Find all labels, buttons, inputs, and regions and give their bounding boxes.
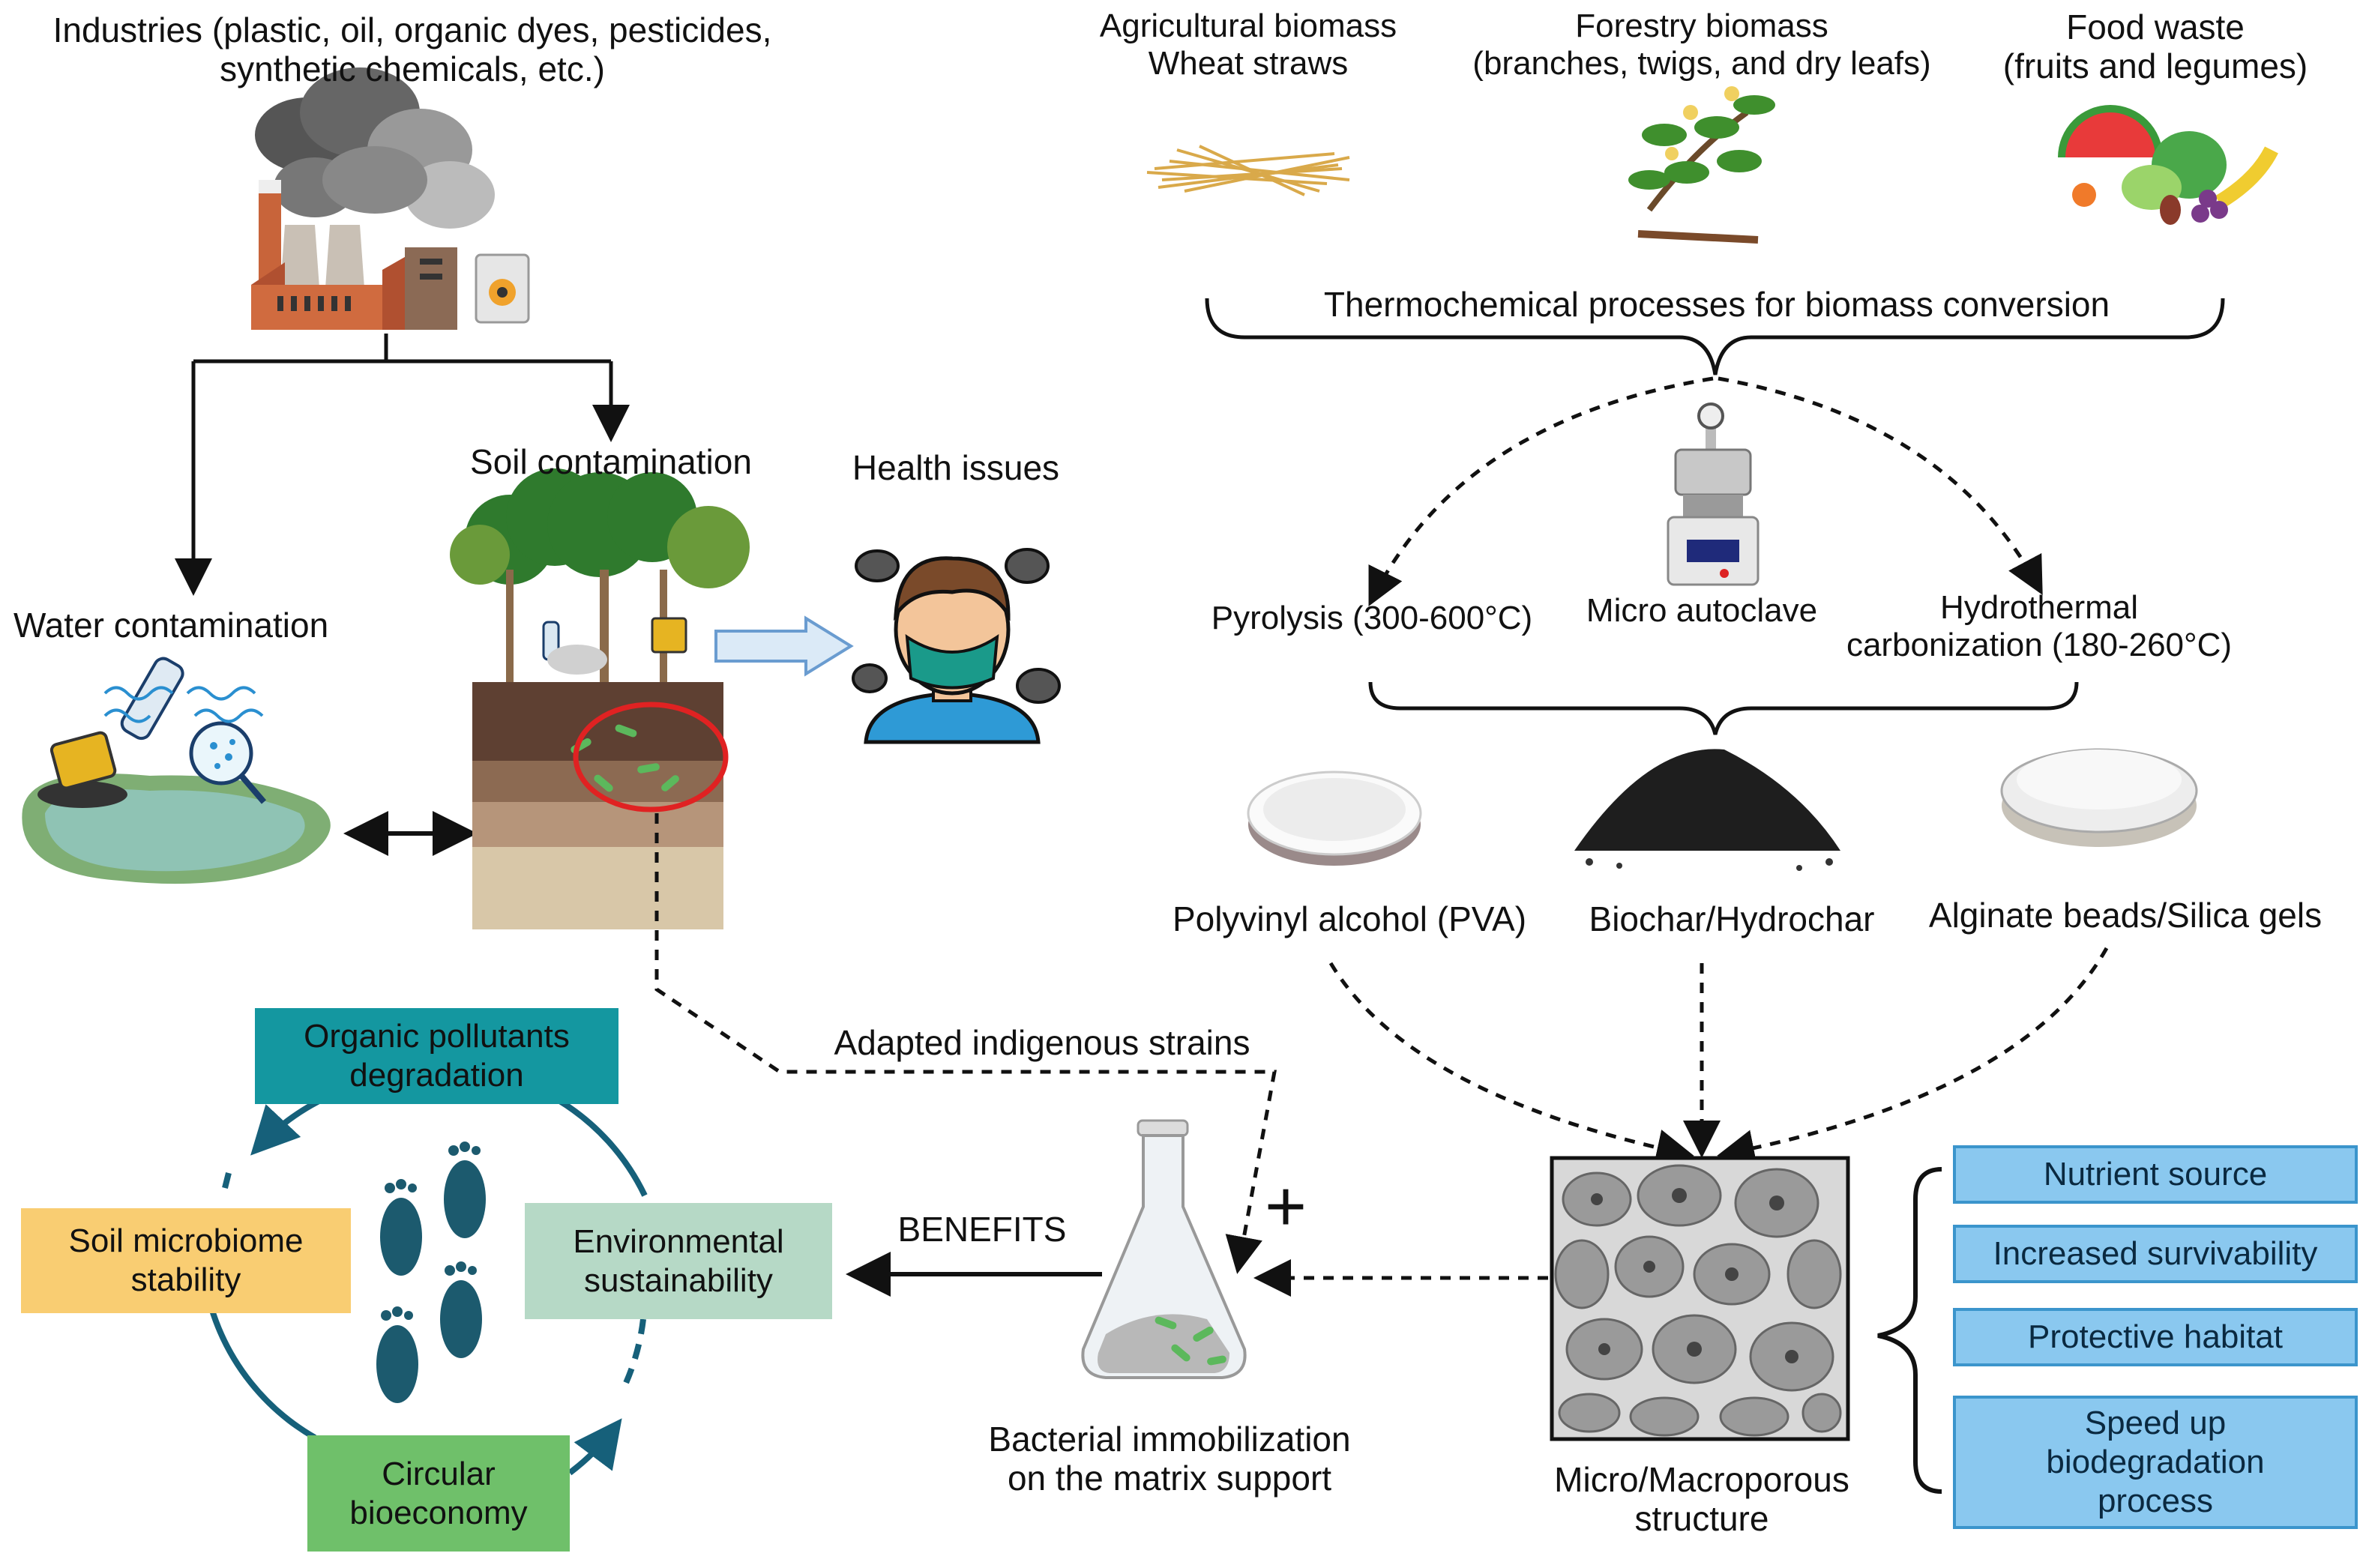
pyrolysis-label: Pyrolysis (300-600°C): [1211, 600, 1533, 636]
porous-structure-icon: [1550, 1156, 1850, 1441]
property-increased-survivability: Increased survivability: [1953, 1225, 2358, 1283]
pva-powder-icon: [1247, 771, 1422, 866]
property-nutrient-source: Nutrient source: [1953, 1145, 2358, 1204]
process-brace: [1368, 681, 2079, 735]
pva-label: Polyvinyl alcohol (PVA): [1172, 899, 1527, 938]
forestry-biomass-label: Forestry biomass (branches, twigs, and d…: [1472, 7, 1931, 82]
adapted-strains-label: Adapted indigenous strains: [834, 1023, 1250, 1062]
alginate-label: Alginate beads/Silica gels: [1928, 896, 2323, 935]
soil-contamination-label: Soil contamination: [470, 442, 752, 481]
porous-structure-label: Micro/Macroporous structure: [1554, 1460, 1849, 1538]
environmental-sustainability-box: Environmental sustainability: [525, 1203, 832, 1319]
water-contamination-label: Water contamination: [13, 606, 329, 645]
health-arrow: [714, 615, 854, 677]
health-issues-label: Health issues: [852, 448, 1060, 487]
flask-icon: [1081, 1119, 1247, 1379]
alginate-beads-icon: [2000, 748, 2198, 847]
footprints-icon: [376, 1142, 486, 1403]
forestry-branch-icon: [1628, 86, 1775, 244]
biochar-pile-icon: [1574, 749, 1840, 871]
benefits-label: BENEFITS: [897, 1210, 1067, 1249]
thermochemical-label: Thermochemical processes for biomass con…: [1323, 285, 2110, 324]
property-protective-habitat: Protective habitat: [1953, 1308, 2358, 1366]
agricultural-biomass-label: Agricultural biomass Wheat straws: [1099, 7, 1397, 82]
thermochemical-brace: [1205, 298, 2225, 376]
plus-sign: +: [1264, 1166, 1307, 1246]
soil-microbiome-box: Soil microbiome stability: [21, 1208, 351, 1313]
industries-label: Industries (plastic, oil, organic dyes, …: [52, 10, 772, 88]
factory-icon: [251, 67, 530, 330]
food-waste-label: Food waste (fruits and legumes): [2002, 7, 2308, 85]
bacterial-immobilization-label: Bacterial immobilization on the matrix s…: [988, 1420, 1351, 1498]
property-speed-up-biodegradation: Speed up biodegradation process: [1953, 1396, 2358, 1529]
strains-arrow: [654, 813, 1277, 1274]
soil-contamination-icon: [450, 468, 750, 929]
hydrothermal-label: Hydrothermal carbonization (180-260°C): [1846, 589, 2233, 663]
biochar-label: Biochar/Hydrochar: [1589, 899, 1875, 938]
industry-arrows: [175, 334, 630, 596]
food-waste-icon: [2058, 105, 2278, 225]
process-arrows: [1368, 376, 2043, 606]
micro-autoclave-icon: [1667, 402, 1760, 586]
material-arrows: [1328, 947, 2109, 1167]
wheat-straw-icon: [1146, 145, 1350, 196]
micro-autoclave-label: Micro autoclave: [1586, 592, 1818, 629]
circular-bioeconomy-box: Circular bioeconomy: [307, 1435, 570, 1552]
organic-pollutants-box: Organic pollutants degradation: [255, 1008, 618, 1104]
properties-brace: [1877, 1167, 1942, 1494]
health-issues-icon: [852, 548, 1061, 744]
water-contamination-icon: [22, 657, 331, 884]
